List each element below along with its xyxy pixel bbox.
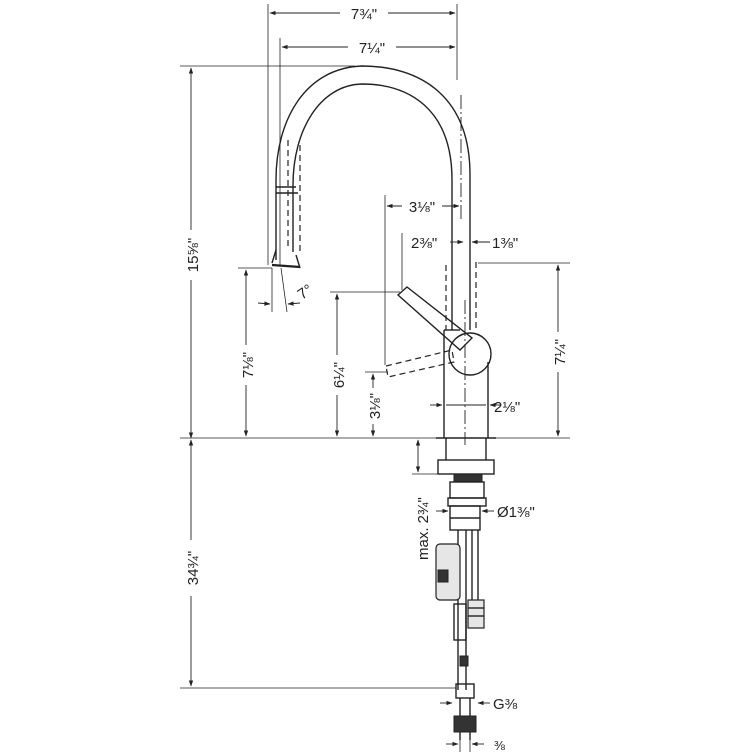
dimension-body-height: 7¼": [478, 262, 570, 439]
dimension-spout-reach: 7¼": [279, 37, 456, 265]
label-lever-height: 6¼": [331, 362, 348, 388]
dimension-spout-height: 7⅛": [237, 267, 272, 437]
label-connection-size: ⅜: [494, 738, 505, 753]
dimension-connection-size: ⅜: [446, 732, 505, 753]
label-spout-reach: 7¼": [359, 40, 385, 57]
label-spout-height: 7⅛": [240, 352, 257, 378]
label-shank-diameter: Ø1⅜": [497, 504, 535, 521]
label-hose-length: 34¾": [185, 551, 202, 586]
dimension-spray-angle: 7°: [257, 267, 317, 313]
label-lever-tip-height: 3⅛": [367, 393, 384, 419]
dimension-lever-offset: 2⅜" 1⅜": [401, 233, 518, 290]
faucet-body: [385, 262, 496, 445]
label-max-deck: max. 2¾": [415, 497, 432, 560]
label-lever-reach: 3⅛": [409, 199, 435, 216]
dimension-overall-width: 7¾": [267, 3, 458, 265]
dimension-lever-reach: 3⅛": [384, 195, 460, 365]
label-base-diameter: 2⅛": [494, 399, 520, 416]
label-connection-thread: G⅜: [493, 696, 518, 713]
dimension-hose-length: 34¾": [180, 439, 456, 689]
dimension-shank-diameter: Ø1⅜": [436, 504, 535, 521]
dimension-lever-tip-height: 3⅛": [364, 371, 388, 437]
label-body-height: 7¼": [552, 339, 569, 365]
label-lever-offset: 2⅜": [411, 235, 437, 252]
dimension-overall-height: 15⅝": [180, 65, 355, 439]
mounting-hardware: [435, 438, 495, 740]
label-overall-width: 7¾": [351, 6, 377, 23]
label-overall-height: 15⅝": [185, 238, 202, 273]
label-handle-offset: 1⅜": [492, 235, 518, 252]
dimension-max-deck: max. 2¾": [412, 439, 450, 560]
faucet-spout: [271, 65, 471, 269]
label-spray-angle: 7°: [295, 281, 317, 303]
dimension-base-diameter: 2⅛": [430, 398, 520, 416]
dimension-lever-height: 6¼": [328, 291, 400, 437]
dimension-connection-thread: G⅜: [440, 696, 518, 713]
